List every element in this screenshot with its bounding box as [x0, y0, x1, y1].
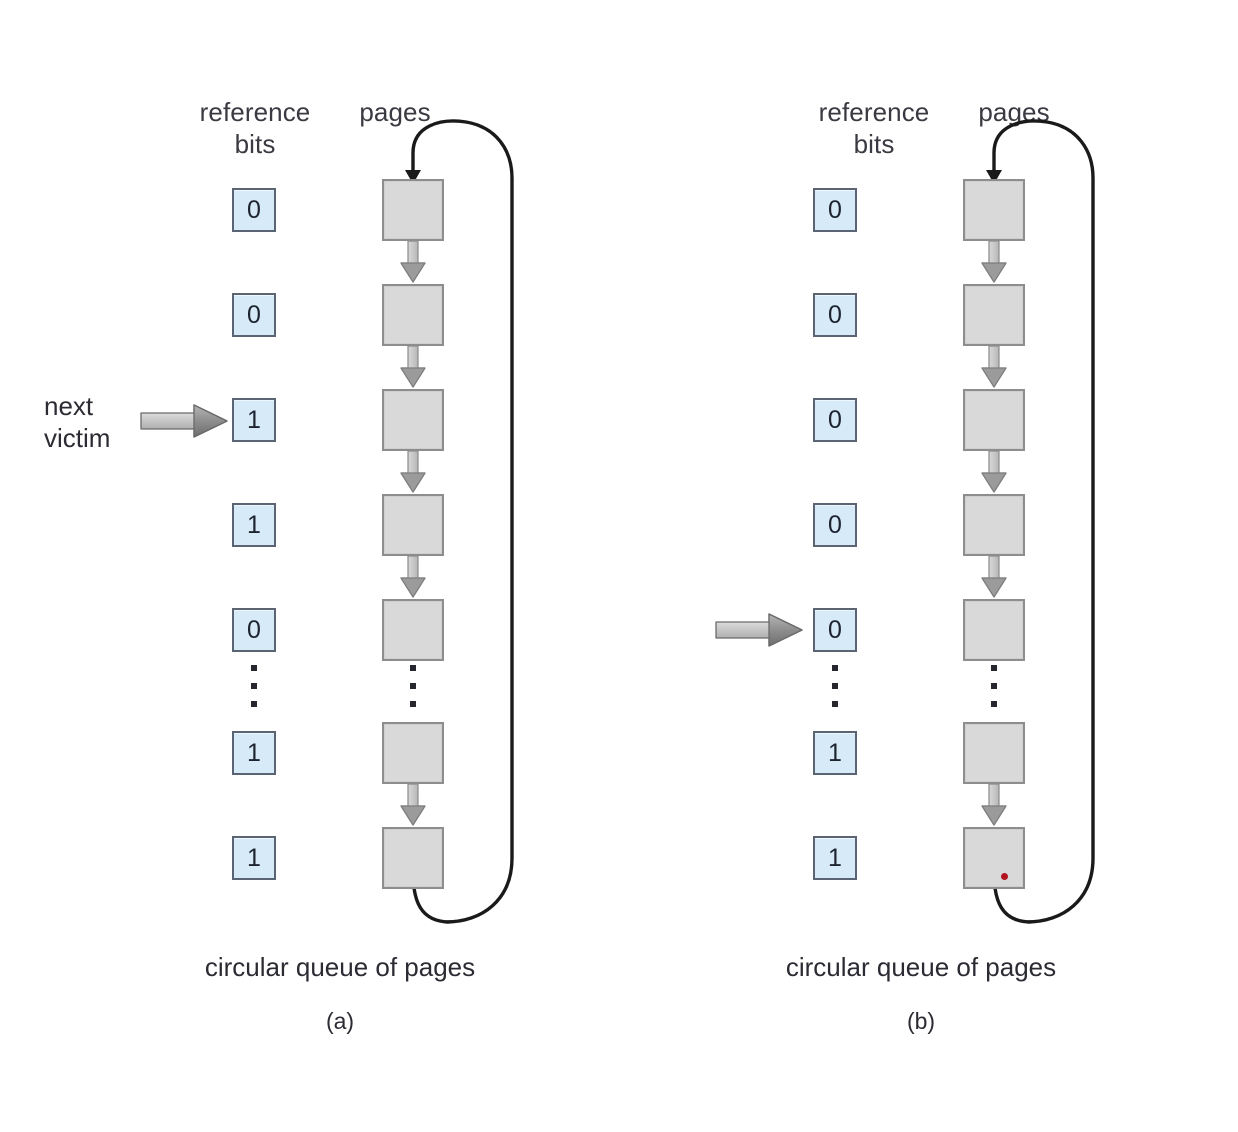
- panel-caption: circular queue of pages: [204, 952, 476, 982]
- page-box[interactable]: [963, 389, 1025, 451]
- flow-arrow-icon: [981, 345, 1007, 388]
- reference-bits-heading: reference bits: [818, 97, 930, 159]
- reference-bit-box[interactable]: 1: [232, 398, 276, 442]
- reference-bit-box[interactable]: 1: [232, 731, 276, 775]
- flow-arrow-icon: [400, 450, 426, 493]
- flow-arrow-icon: [400, 240, 426, 283]
- pages-column-b: [963, 0, 1027, 1132]
- flow-arrow-icon: [400, 783, 426, 826]
- flow-arrow-icon: [400, 555, 426, 598]
- flow-arrow-icon: [981, 783, 1007, 826]
- page-box[interactable]: [963, 599, 1025, 661]
- reference-bits-column-b: 0 0 0 0 0 1 1: [813, 0, 859, 1132]
- reference-bit-box[interactable]: 0: [813, 398, 857, 442]
- page-box[interactable]: [382, 284, 444, 346]
- reference-bit-box[interactable]: 0: [813, 503, 857, 547]
- page-box[interactable]: [963, 722, 1025, 784]
- reference-bits-column-a: 0 0 1 1 0 1 1: [232, 0, 278, 1132]
- pages-column-a: [382, 0, 446, 1132]
- panel-sub-caption: (a): [325, 1008, 355, 1034]
- page-box[interactable]: [382, 389, 444, 451]
- page-box[interactable]: [382, 722, 444, 784]
- next-victim-pointer-arrow: [715, 613, 803, 647]
- reference-bit-box[interactable]: 1: [813, 836, 857, 880]
- pages-ellipsis: [989, 665, 999, 707]
- panel-a: reference bits pages next victim: [44, 0, 514, 1132]
- reference-bit-box[interactable]: 1: [232, 503, 276, 547]
- flow-arrow-icon: [981, 450, 1007, 493]
- page-box[interactable]: [382, 494, 444, 556]
- page-box[interactable]: [963, 494, 1025, 556]
- page-box[interactable]: [963, 827, 1025, 889]
- page-box[interactable]: [963, 179, 1025, 241]
- page-box[interactable]: [382, 599, 444, 661]
- reference-bits-heading: reference bits: [199, 97, 311, 159]
- reference-bit-box[interactable]: 0: [813, 608, 857, 652]
- reference-bit-box[interactable]: 0: [232, 293, 276, 337]
- reference-bits-ellipsis: [249, 665, 259, 707]
- reference-bit-box[interactable]: 1: [232, 836, 276, 880]
- red-marker-dot: [1001, 873, 1008, 880]
- reference-bits-ellipsis: [830, 665, 840, 707]
- panel-b: reference bits pages: [619, 0, 1238, 1132]
- page-box[interactable]: [382, 179, 444, 241]
- reference-bit-box[interactable]: 0: [813, 293, 857, 337]
- page-box[interactable]: [963, 284, 1025, 346]
- reference-bit-box[interactable]: 0: [813, 188, 857, 232]
- flow-arrow-icon: [400, 345, 426, 388]
- reference-bit-box[interactable]: 0: [232, 188, 276, 232]
- next-victim-pointer-arrow: [140, 404, 228, 438]
- flow-arrow-icon: [981, 555, 1007, 598]
- pages-ellipsis: [408, 665, 418, 707]
- reference-bit-box[interactable]: 1: [813, 731, 857, 775]
- panel-caption: circular queue of pages: [785, 952, 1057, 982]
- next-victim-label: next victim: [44, 391, 111, 453]
- page-box[interactable]: [382, 827, 444, 889]
- reference-bit-box[interactable]: 0: [232, 608, 276, 652]
- panel-sub-caption: (b): [906, 1008, 936, 1034]
- flow-arrow-icon: [981, 240, 1007, 283]
